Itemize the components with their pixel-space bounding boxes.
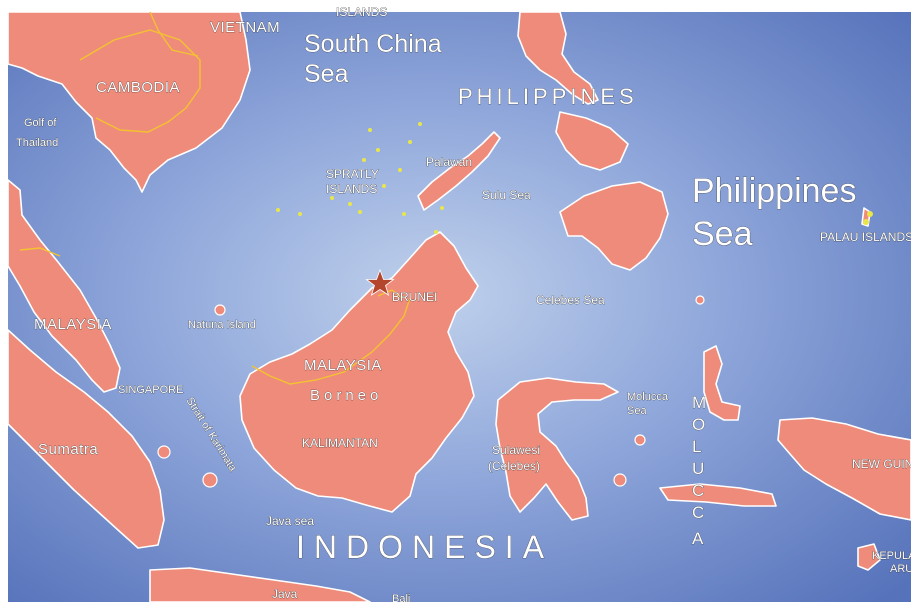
label-palawan: Palawan (426, 155, 472, 169)
halmahera-land (703, 345, 741, 421)
sulawesi-land (495, 377, 619, 521)
talaud-island (695, 295, 705, 305)
molucca-letter: M (692, 393, 706, 412)
visayas-land (555, 111, 629, 171)
label-bali: Bali (392, 593, 410, 602)
label-islands-top: ISLANDS (336, 5, 387, 19)
sumatra-land (7, 329, 165, 549)
label-molucca-vertical: M O L U C C A (692, 393, 707, 549)
label-molucca-sea-2: Sea (627, 405, 647, 417)
country-borders (19, 11, 411, 385)
mindanao-land (559, 181, 669, 271)
brunei-border (377, 289, 403, 299)
label-south-china-sea-1: South China (304, 30, 442, 58)
bangka-island (157, 445, 171, 459)
label-kepulauan-2: ARU (890, 563, 911, 575)
label-south-china-sea-2: Sea (304, 60, 349, 88)
belitung-island (202, 472, 218, 488)
indochina-land (7, 11, 251, 193)
malay-peninsula-land (7, 179, 121, 393)
label-singapore: SINGAPORE (118, 384, 183, 396)
label-molucca-sea-1: Molucca (627, 391, 669, 403)
label-vietnam: VIETNAM (210, 19, 280, 36)
label-malaysia-borneo: MALAYSIA (304, 357, 382, 374)
cambodia-border (79, 29, 201, 133)
label-borneo: Borneo (310, 387, 382, 404)
new-guinea-land (777, 417, 911, 521)
label-celebes-sea: Celebes Sea (536, 293, 605, 307)
molucca-letter: A (692, 529, 704, 548)
label-sulu-sea: Sulu Sea (482, 188, 531, 202)
sula-island (634, 434, 646, 446)
label-cambodia: CAMBODIA (96, 79, 180, 96)
small-islands (157, 295, 705, 488)
label-java: Java (272, 587, 298, 601)
label-sulawesi-1: Sulawesi (492, 443, 540, 457)
label-new-guinea: NEW GUINEA (852, 457, 911, 471)
label-indonesia: INDONESIA (296, 529, 553, 565)
label-gulf-1: Golf of (24, 117, 57, 129)
borneo-border (251, 297, 411, 385)
molucca-letter: C (692, 481, 704, 500)
luzon-land (517, 11, 599, 105)
label-java-sea: Java sea (266, 514, 314, 528)
borneo-land (239, 231, 479, 513)
label-brunei: BRUNEI (392, 290, 437, 304)
java-land (149, 567, 371, 602)
label-sumatra: Sumatra (38, 441, 98, 458)
label-spratly-1: SPRATLY (326, 167, 379, 181)
palawan-land (417, 131, 501, 211)
spratly-reefs (276, 122, 873, 234)
vietnam-border (149, 11, 199, 57)
molucca-letter: U (692, 459, 704, 478)
star-icon (365, 268, 395, 296)
label-spratly-2: ISLANDS (326, 182, 377, 196)
label-gulf-2: Thailand (16, 137, 58, 149)
label-sulawesi-2: (Celebes) (488, 459, 540, 473)
natuna-island (214, 304, 226, 316)
landmasses (7, 11, 911, 602)
aru-land (857, 543, 881, 571)
label-philippines-sea-1: Philippines (692, 172, 856, 210)
label-philippines-country: PHILIPPINES (458, 84, 638, 109)
label-kalimantan: KALIMANTAN (302, 436, 378, 450)
seram-land (659, 483, 777, 507)
buru-island (613, 473, 627, 487)
label-palau: PALAU ISLANDS (820, 230, 911, 244)
molucca-letter: C (692, 503, 704, 522)
molucca-letter: L (692, 437, 701, 456)
molucca-letter: O (692, 415, 705, 434)
label-philippines-sea-2: Sea (692, 215, 753, 253)
label-natuna: Natuna Island (188, 319, 256, 331)
label-malaysia-west: MALAYSIA (34, 316, 112, 333)
thai-malay-border (19, 247, 61, 257)
